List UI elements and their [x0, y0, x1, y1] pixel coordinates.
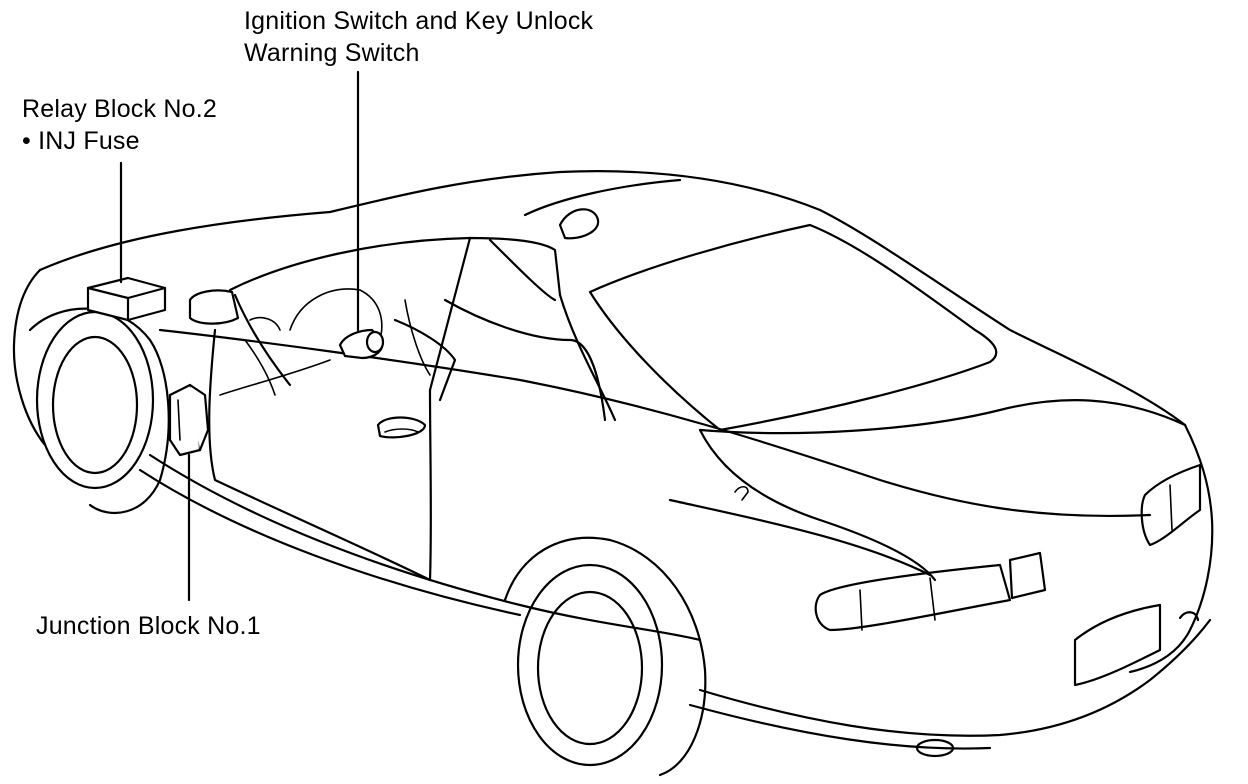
- leader-lines: [119, 70, 360, 602]
- car-interior: [219, 288, 431, 396]
- relay-label-line1: Relay Block No.2: [22, 95, 217, 123]
- ignition-switch: [338, 328, 385, 360]
- rear-wheel: [503, 536, 707, 777]
- relay-label-line2: • INJ Fuse: [22, 127, 140, 155]
- car-body: [12, 170, 1214, 750]
- car-door: [188, 289, 432, 582]
- junction-block-no1: [168, 383, 210, 457]
- relay-block-no2: [86, 276, 167, 322]
- ignition-switch-label: Ignition Switch and Key Unlock Warning S…: [244, 5, 593, 69]
- ignition-label-line2: Warning Switch: [244, 39, 420, 67]
- front-wheel: [28, 307, 170, 514]
- tail-lights: [734, 463, 1202, 758]
- junction-label-text: Junction Block No.1: [36, 612, 261, 640]
- car-windows: [228, 178, 998, 432]
- junction-block-label: Junction Block No.1: [36, 610, 261, 642]
- relay-block-label: Relay Block No.2 • INJ Fuse: [22, 93, 217, 157]
- ignition-label-line1: Ignition Switch and Key Unlock: [244, 7, 594, 35]
